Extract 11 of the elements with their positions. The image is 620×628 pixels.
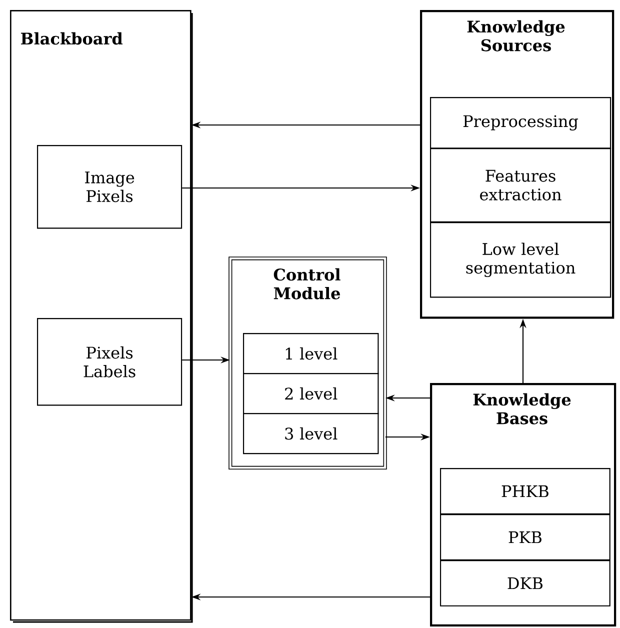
base-box: DKB [440, 560, 610, 606]
data-box: Pixels Labels [37, 318, 182, 406]
level-box: 1 level [243, 333, 379, 374]
base-box: PHKB [440, 468, 610, 514]
data-box: Image Pixels [37, 145, 182, 229]
level-box: 3 level [243, 413, 379, 454]
module-box: Low level segmentation [430, 222, 612, 298]
level-box: 2 level [243, 373, 379, 414]
module-box: Preprocessing [430, 97, 612, 149]
module-box: Features extraction [430, 148, 612, 222]
base-box: PKB [440, 514, 610, 560]
